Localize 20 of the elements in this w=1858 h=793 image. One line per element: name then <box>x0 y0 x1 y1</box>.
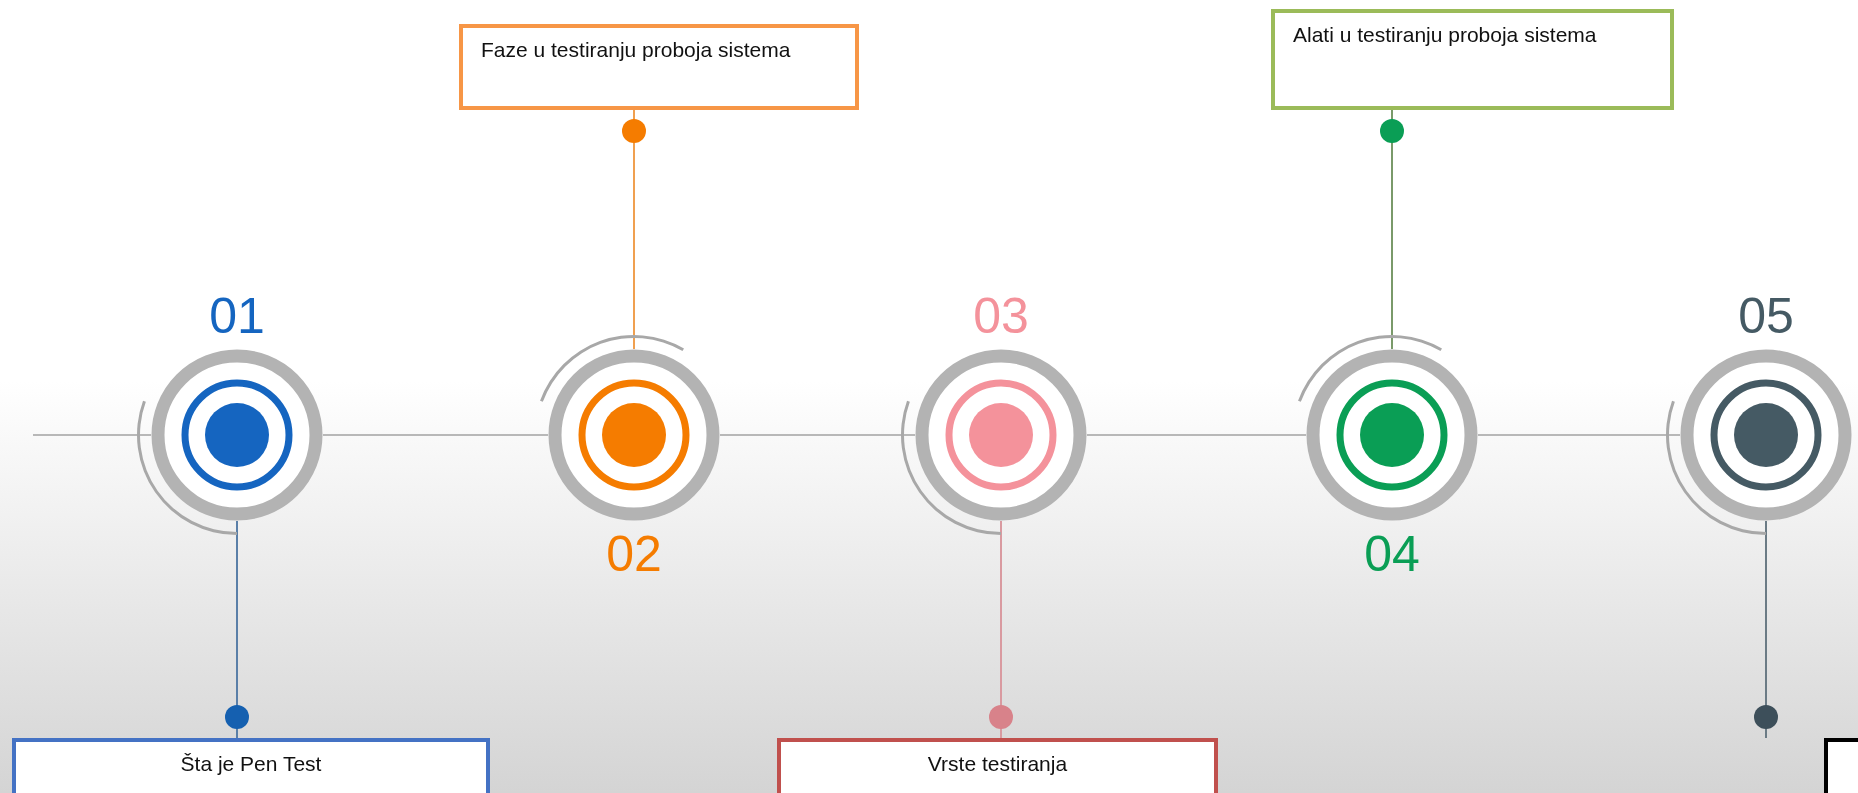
step-number: 03 <box>972 291 1030 341</box>
pin-line <box>1380 109 1404 350</box>
topic-box: Šta je Pen Test <box>12 738 490 793</box>
pin-line <box>622 109 646 350</box>
pin-line <box>1754 520 1778 739</box>
pin-line <box>225 520 249 739</box>
timeline-line <box>1086 434 1307 436</box>
timeline-line <box>32 434 152 436</box>
step-number: 04 <box>1363 529 1421 579</box>
timeline-line <box>322 434 549 436</box>
step-number: 05 <box>1737 291 1795 341</box>
step-number: 01 <box>208 291 266 341</box>
topic-box <box>1824 738 1858 793</box>
timeline-line <box>719 434 916 436</box>
timeline-line <box>1477 434 1681 436</box>
topic-box: Alati u testiranju proboja sistema <box>1271 9 1674 110</box>
topic-box: Faze u testiranju proboja sistema <box>459 24 859 110</box>
topic-box: Vrste testiranja <box>777 738 1218 793</box>
step-number: 02 <box>605 529 663 579</box>
pin-line <box>989 520 1013 739</box>
